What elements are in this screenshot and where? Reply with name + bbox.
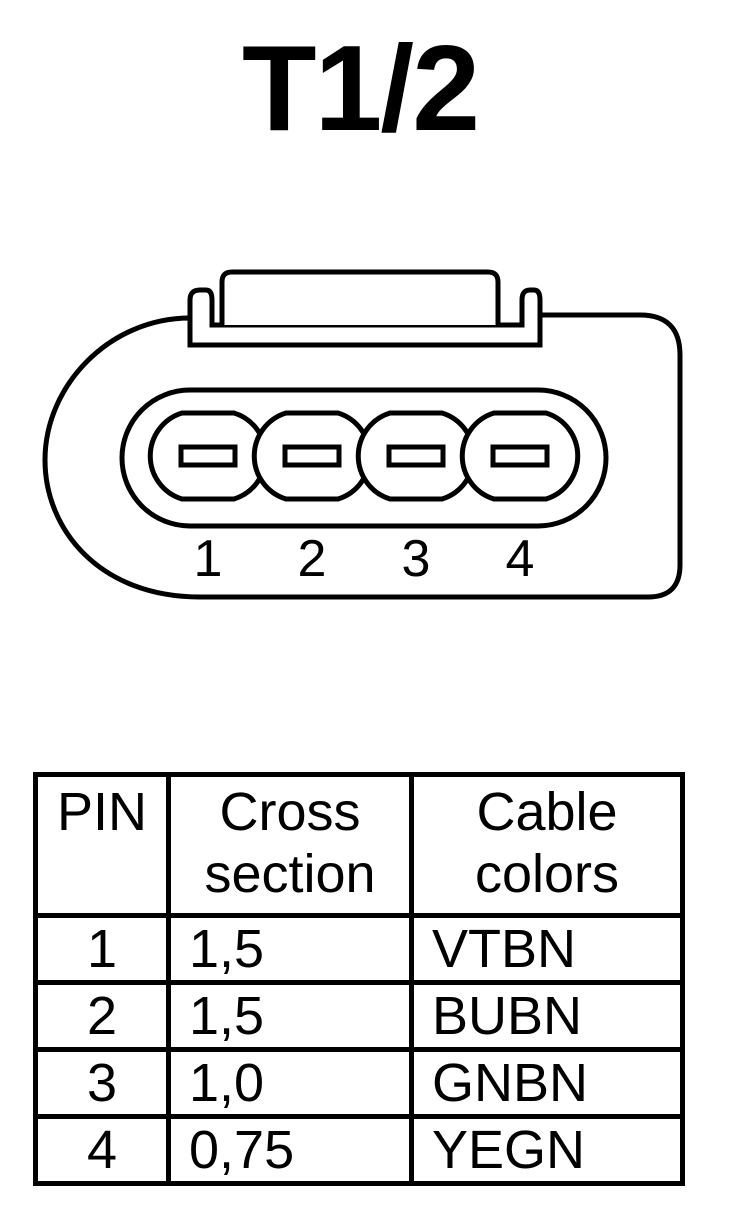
header-cable-colors: Cable colors (409, 772, 685, 918)
page-title: T1/2 (241, 20, 480, 156)
cell-cable-color: GNBN (409, 1047, 685, 1119)
header-pin: PIN (33, 772, 171, 918)
cell-cable-color: VTBN (409, 913, 685, 985)
pin-slot-1 (178, 444, 238, 468)
cell-pin: 3 (33, 1047, 171, 1119)
cell-pin: 1 (33, 913, 171, 985)
connector-latch-top (219, 269, 501, 325)
cell-cross-section: 1,0 (166, 1047, 414, 1119)
pin-slot-3 (386, 444, 446, 468)
table-row: 1 1,5 VTBN (33, 913, 685, 985)
pin-label-3: 3 (402, 530, 431, 588)
pin-label-4: 4 (506, 530, 535, 588)
pin-slot-4 (490, 444, 550, 468)
cell-cross-section: 1,5 (166, 980, 414, 1052)
cell-pin: 4 (33, 1114, 171, 1186)
header-cross-section: Cross section (166, 772, 414, 918)
table-header-row: PIN Cross section Cable colors (33, 772, 685, 918)
pin-slot-2 (282, 444, 342, 468)
cell-cable-color: YEGN (409, 1114, 685, 1186)
cell-cable-color: BUBN (409, 980, 685, 1052)
connector-latch (187, 287, 543, 348)
table-row: 2 1,5 BUBN (33, 980, 685, 1052)
cell-pin: 2 (33, 980, 171, 1052)
pin-table: PIN Cross section Cable colors 1 1,5 VTB… (33, 772, 685, 1186)
table-row: 3 1,0 GNBN (33, 1047, 685, 1119)
pin-label-1: 1 (194, 530, 223, 588)
connector-diagram: 1 2 3 4 (42, 269, 683, 600)
cell-cross-section: 1,5 (166, 913, 414, 985)
cell-cross-section: 0,75 (166, 1114, 414, 1186)
table-row: 4 0,75 YEGN (33, 1114, 685, 1186)
pin-label-2: 2 (298, 530, 327, 588)
